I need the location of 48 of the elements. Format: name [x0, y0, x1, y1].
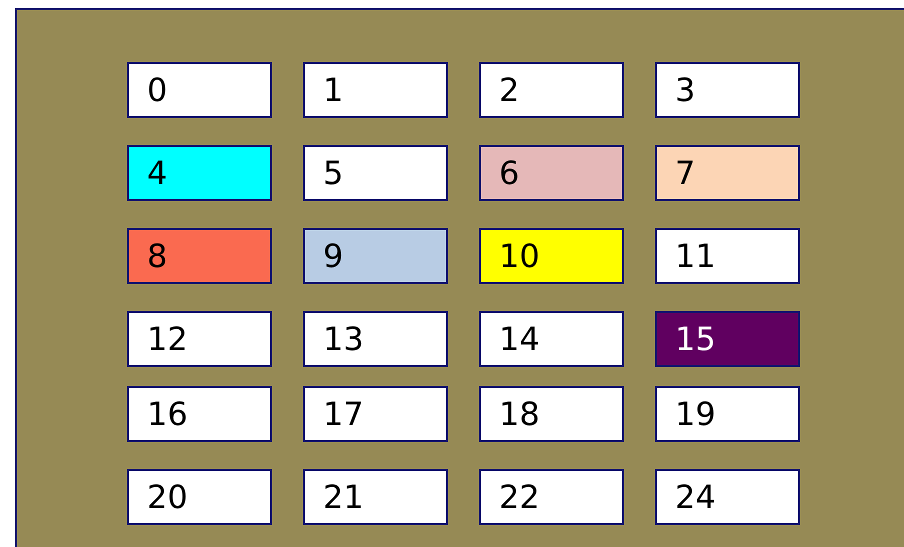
grid-cell-box [303, 62, 448, 118]
cell-number: 14 [498, 323, 540, 355]
cell-number: 1 [322, 74, 344, 106]
grid-cell-box [127, 228, 272, 284]
cell-number: 24 [674, 481, 716, 513]
cell-number: 20 [146, 481, 188, 513]
grid-cell-box [127, 469, 272, 525]
grid-cell-box [655, 145, 800, 201]
cell-number: 4 [146, 157, 168, 189]
cell-number: 16 [146, 398, 188, 430]
cell-number: 19 [674, 398, 716, 430]
cell-number: 22 [498, 481, 540, 513]
grid-cell-box [303, 386, 448, 442]
cell-number: 18 [498, 398, 540, 430]
grid-cell-box [479, 62, 624, 118]
grid-cell-box [479, 145, 624, 201]
cell-number: 8 [146, 240, 168, 272]
cell-number: 11 [674, 240, 716, 272]
cell-number: 13 [322, 323, 364, 355]
cell-number: 21 [322, 481, 364, 513]
cell-number: 3 [674, 74, 696, 106]
cell-number: 15 [674, 323, 716, 355]
cell-number: 12 [146, 323, 188, 355]
grid-cell-box [479, 228, 624, 284]
grid-cell-box [303, 228, 448, 284]
grid-cell-box [303, 145, 448, 201]
grid-cell-box [303, 469, 448, 525]
grid-cell-box [479, 469, 624, 525]
cell-number: 0 [146, 74, 168, 106]
grid-cell-box [303, 311, 448, 367]
cell-number: 5 [322, 157, 344, 189]
cell-number: 2 [498, 74, 520, 106]
cell-number: 17 [322, 398, 364, 430]
cell-number: 10 [498, 240, 540, 272]
grid-cell-box [127, 311, 272, 367]
cell-number: 7 [674, 157, 696, 189]
grid-cell-box [655, 311, 800, 367]
grid-cell-box [127, 386, 272, 442]
cell-number: 6 [498, 157, 520, 189]
grid-cell-box [655, 62, 800, 118]
grid-cell-box [127, 62, 272, 118]
grid-cell-box [655, 386, 800, 442]
grid-cell-box [479, 311, 624, 367]
grid-cell-box [479, 386, 624, 442]
grid-cell-box [127, 145, 272, 201]
grid-cell-box [655, 469, 800, 525]
cell-number: 9 [322, 240, 344, 272]
grid-cell-box [655, 228, 800, 284]
